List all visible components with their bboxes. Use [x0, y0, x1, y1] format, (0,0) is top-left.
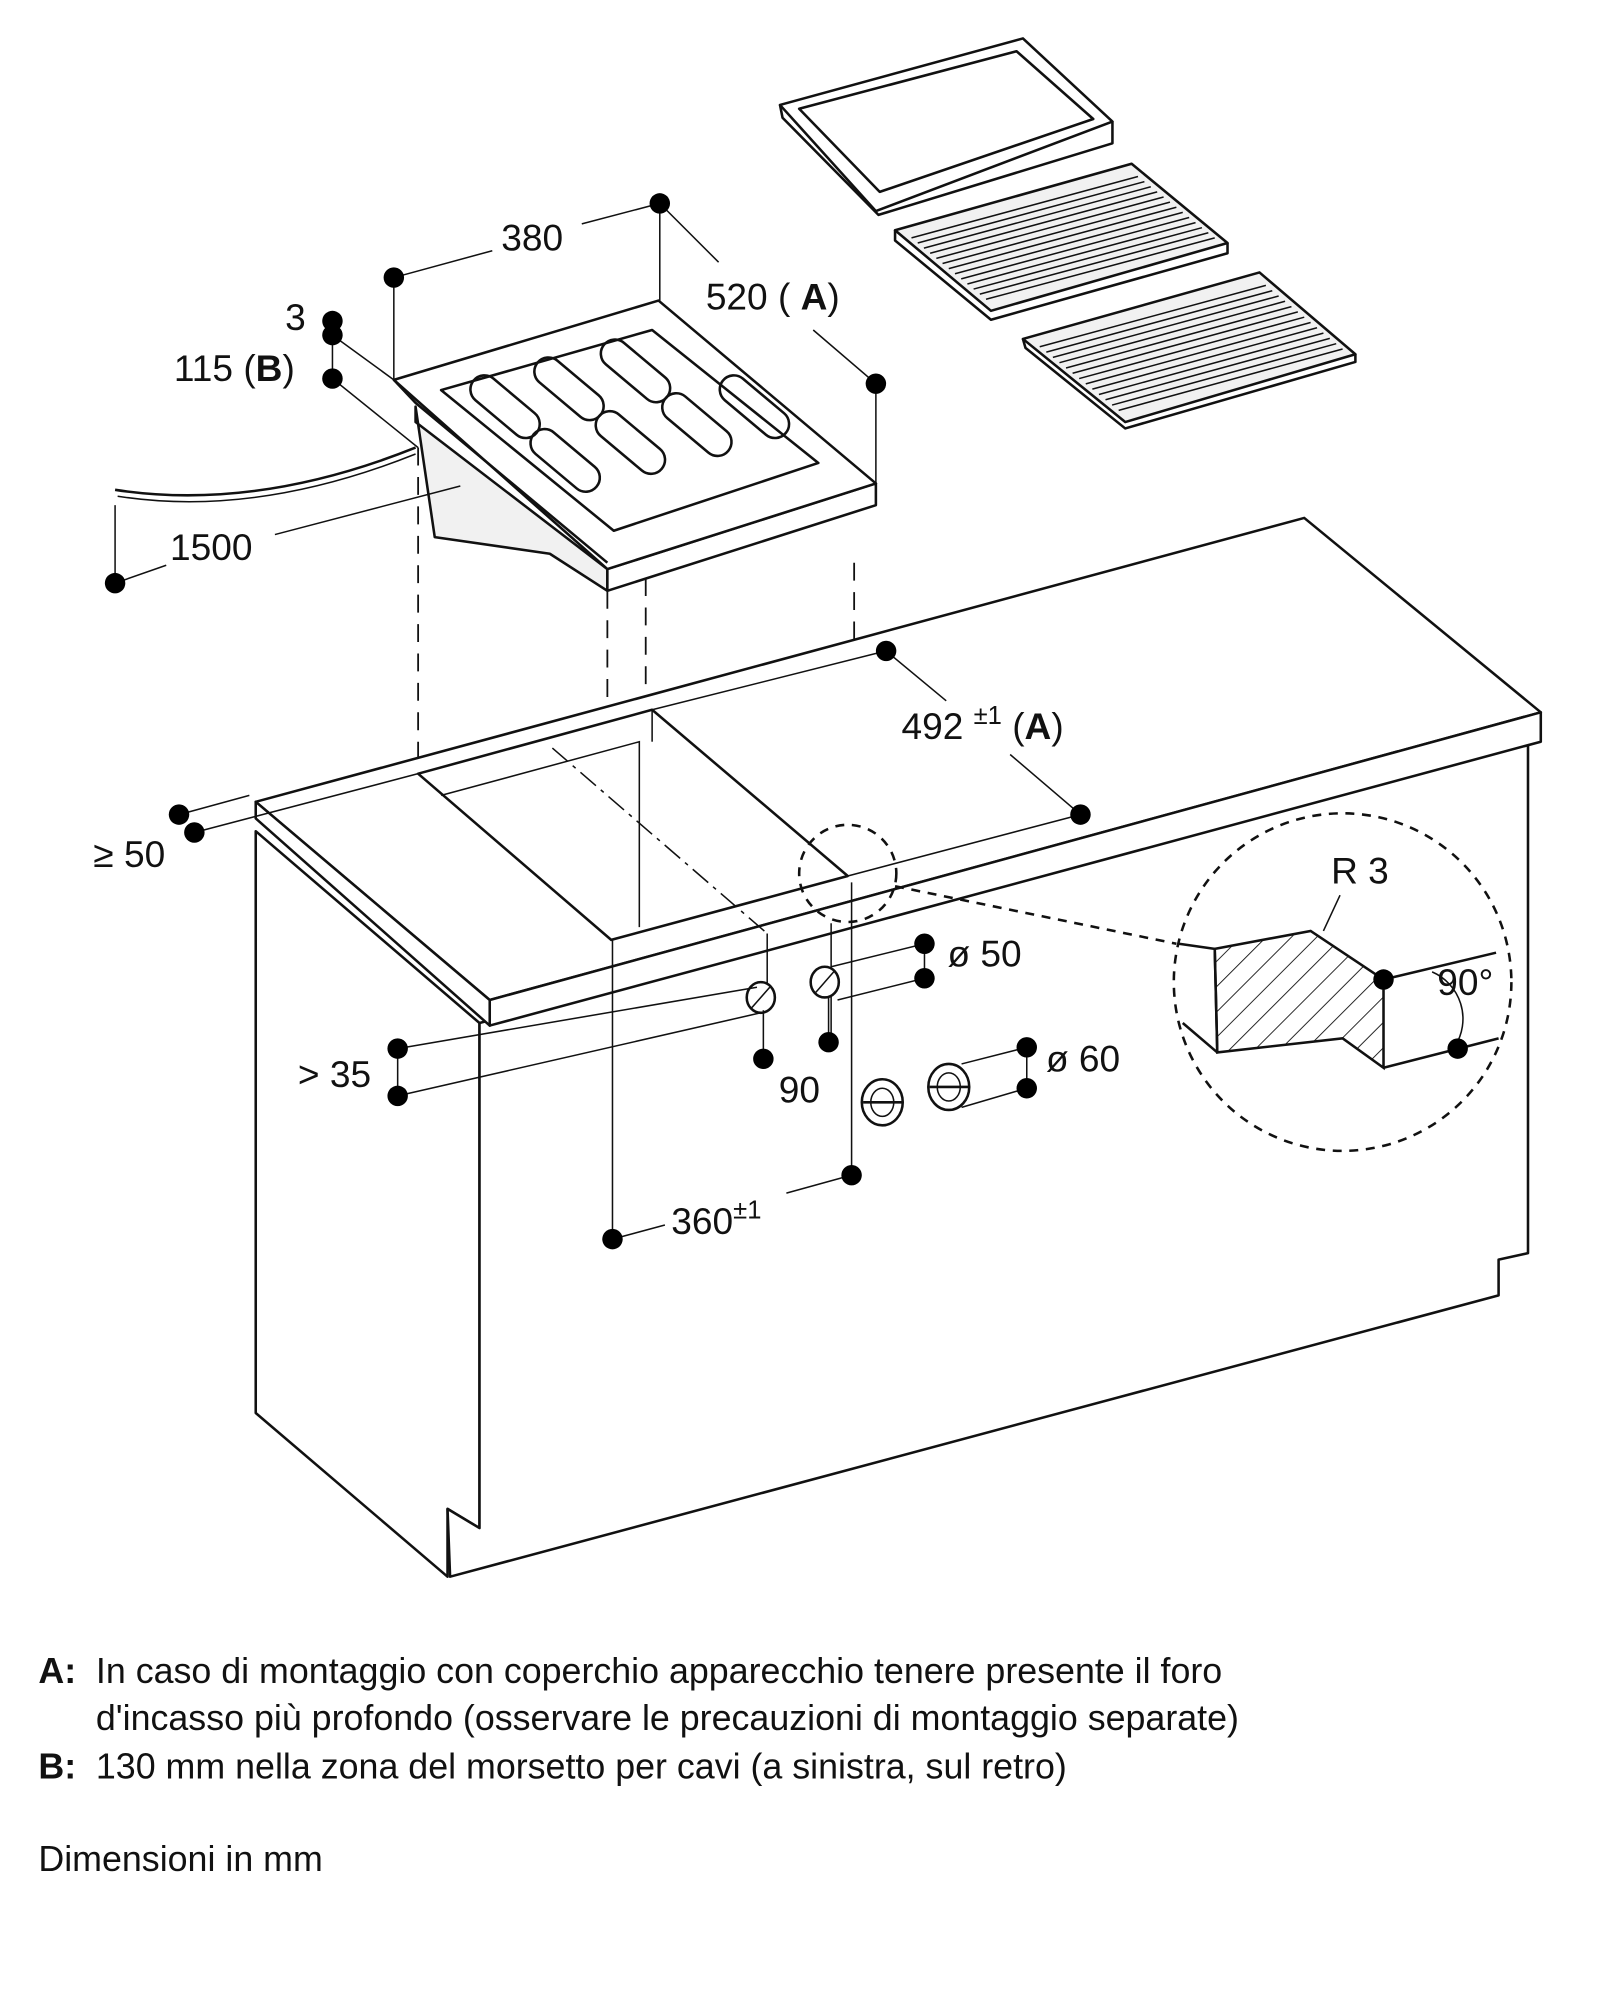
rib-line: [960, 216, 1190, 280]
rib-line: [911, 175, 1139, 239]
rib-line: [1046, 289, 1273, 353]
dim-50-edge: ≥ 50: [93, 833, 165, 875]
coil-loop: [660, 391, 733, 458]
dim-angle-90: 90°: [1437, 961, 1493, 1003]
rib-line: [1072, 311, 1299, 375]
note-b-key: B:: [38, 1747, 76, 1787]
knob-large-2: [927, 1062, 971, 1112]
dim-35: > 35: [298, 1053, 371, 1095]
knob-large-1: [860, 1077, 905, 1127]
dimension-dot: [753, 1048, 774, 1070]
grill-ribs: [911, 175, 1343, 412]
dimension-dot: [387, 1085, 408, 1107]
dimension-dot: [1070, 804, 1091, 825]
dimension-dot: [104, 572, 126, 594]
rib-line: [923, 186, 1151, 249]
dimension-dot: [1447, 1038, 1468, 1059]
dim-115: 115 (B): [174, 347, 295, 389]
dimension-dots: [104, 193, 1468, 1250]
dimension-dot: [184, 822, 205, 843]
dimension-dot: [602, 1228, 623, 1250]
rib-line: [985, 237, 1215, 301]
dim-r3: R 3: [1331, 850, 1389, 892]
rib-line: [1085, 321, 1311, 385]
rib-line: [1039, 284, 1267, 348]
rib-line: [929, 191, 1158, 255]
grill-hob: [114, 299, 878, 593]
rib-line: [1052, 295, 1279, 359]
dimension-lines: [114, 202, 1081, 1240]
rib-line: [1118, 348, 1343, 412]
dimension-dot: [865, 373, 887, 394]
heating-element-icon: [469, 338, 791, 494]
dimension-dot: [875, 640, 897, 662]
dimension-dot: [168, 804, 190, 825]
rib-line: [967, 221, 1196, 285]
dimension-dot: [818, 1031, 839, 1053]
note-a-line-1: In caso di montaggio con coperchio appar…: [96, 1651, 1222, 1691]
dimension-dot: [1373, 969, 1394, 990]
rib-line: [1065, 305, 1292, 369]
dim-520: 520 ( A): [706, 276, 840, 318]
rib-line: [1111, 342, 1337, 406]
dim-90: 90: [779, 1068, 820, 1110]
dim-dia-60: ø 60: [1046, 1038, 1120, 1080]
rib-line: [1098, 332, 1324, 396]
coil-loop: [594, 409, 667, 476]
coil-loop: [529, 427, 602, 494]
rib-line: [942, 201, 1171, 265]
dim-dia-50: ø 50: [947, 933, 1021, 975]
dimension-dot: [649, 193, 671, 214]
dim-360: 360±1: [671, 1197, 761, 1242]
units-note: Dimensioni in mm: [38, 1839, 322, 1879]
notes: A: In caso di montaggio con coperchio ap…: [38, 1651, 1239, 1879]
rib-line: [979, 232, 1209, 295]
rib-line: [954, 211, 1183, 275]
dim-1500: 1500: [170, 526, 252, 568]
note-a-key: A:: [38, 1651, 76, 1691]
rib-line: [1092, 327, 1318, 390]
cabinet: [254, 516, 1543, 1578]
rib-line: [936, 196, 1164, 260]
rib-line: [1105, 337, 1331, 401]
dimension-dot: [387, 1038, 408, 1059]
dimension-dot: [322, 310, 343, 332]
knob-small-1: [745, 980, 777, 1015]
dimension-dot: [914, 968, 935, 989]
edge-detail: [797, 812, 1513, 1153]
dimension-dot: [1016, 1037, 1037, 1058]
accessory-tray: [778, 37, 1114, 217]
rib-line: [917, 180, 1145, 244]
coil-loop: [718, 374, 791, 440]
dimension-dot: [1016, 1077, 1037, 1099]
dimension-dot: [914, 933, 935, 954]
knob-small-2: [809, 965, 841, 999]
rib-line: [1059, 300, 1286, 364]
dimension-dot: [322, 324, 343, 346]
dim-380: 380: [501, 217, 563, 259]
rib-line: [1078, 316, 1305, 380]
dimension-dot: [841, 1164, 862, 1186]
dimension-dot: [322, 368, 343, 389]
dimension-dot: [383, 267, 405, 288]
dim-3: 3: [285, 296, 306, 338]
rib-line: [973, 226, 1203, 290]
note-a-line-2: d'incasso più profondo (osservare le pre…: [96, 1698, 1239, 1738]
rib-line: [948, 206, 1177, 270]
note-b-line-1: 130 mm nella zona del morsetto per cavi …: [96, 1747, 1067, 1787]
